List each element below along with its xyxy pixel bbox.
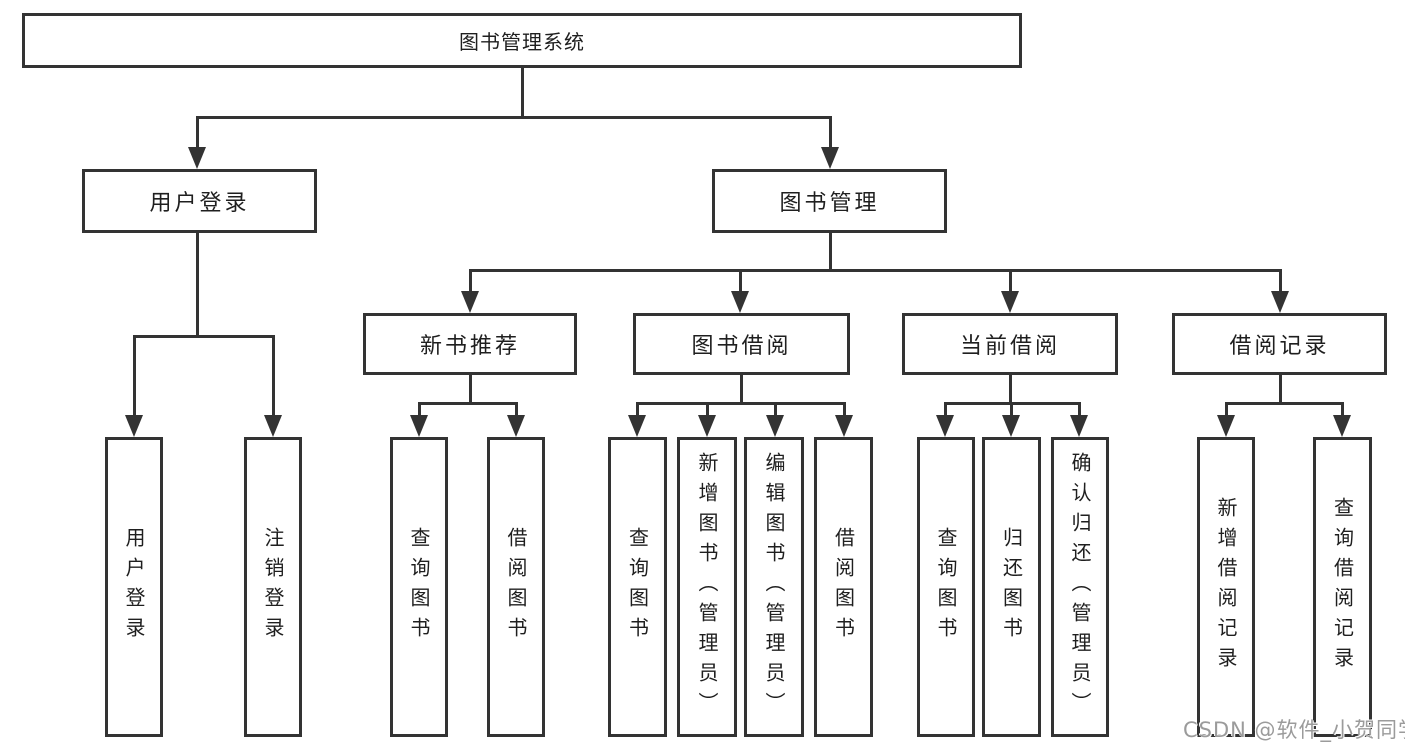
connector-current-drop	[1009, 374, 1012, 405]
arrow-down-icon	[1070, 415, 1088, 437]
arrow-down-icon	[410, 415, 428, 437]
connector-to-leaf	[706, 402, 709, 419]
node-current-borrowing: 当前借阅	[902, 313, 1118, 375]
arrow-down-icon	[1217, 415, 1235, 437]
connector-records-drop	[1279, 374, 1282, 405]
arrow-down-icon	[1271, 291, 1289, 313]
node-library-management-system: 图书管理系统	[22, 13, 1022, 68]
node-new-book-recommendation: 新书推荐	[363, 313, 577, 375]
connector-to-leaf	[1078, 402, 1081, 419]
connector-to-leaf	[1225, 402, 1228, 419]
connector-root-to-user-login	[196, 116, 199, 150]
leaf-borrowing-query-books: 查询图书	[608, 437, 667, 737]
leaf-borrowing-add-books-admin: 新增图书（管理员）	[677, 437, 737, 737]
arrow-down-icon	[1002, 415, 1020, 437]
arrow-down-icon	[188, 147, 206, 169]
watermark: CSDN @软件_小贺同学	[1183, 718, 1405, 742]
connector-book-management-hbar	[469, 269, 1282, 272]
connector-to-book-borrowing	[739, 269, 742, 295]
leaf-user-login: 用户登录	[105, 437, 163, 737]
leaf-logout: 注销登录	[244, 437, 302, 737]
connector-to-leaf	[515, 402, 518, 419]
connector-to-leaf-logout	[272, 335, 275, 419]
connector-to-leaf	[418, 402, 421, 419]
connector-to-leaf	[1010, 402, 1013, 419]
connector-to-leaf	[843, 402, 846, 419]
connector-root-to-book-management	[829, 116, 832, 150]
node-borrowing-records: 借阅记录	[1172, 313, 1387, 375]
arrow-down-icon	[125, 415, 143, 437]
connector-to-borrowing-records	[1279, 269, 1282, 295]
connector-root-hbar	[196, 116, 832, 119]
connector-user-login-drop	[196, 232, 199, 338]
connector-recommend-hbar	[418, 402, 518, 405]
connector-recommend-drop	[469, 374, 472, 405]
connector-borrowing-drop	[740, 374, 743, 405]
connector-to-leaf	[636, 402, 639, 419]
arrow-down-icon	[936, 415, 954, 437]
leaf-current-return-books: 归还图书	[982, 437, 1041, 737]
node-book-borrowing: 图书借阅	[633, 313, 850, 375]
leaf-recommend-borrow-books: 借阅图书	[487, 437, 545, 737]
leaf-records-add-record: 新增借阅记录	[1197, 437, 1255, 737]
node-user-login: 用户登录	[82, 169, 317, 233]
connector-to-new-book-recommendation	[469, 269, 472, 295]
connector-records-hbar	[1225, 402, 1344, 405]
connector-to-leaf	[774, 402, 777, 419]
arrow-down-icon	[507, 415, 525, 437]
arrow-down-icon	[628, 415, 646, 437]
connector-to-leaf	[1341, 402, 1344, 419]
arrow-down-icon	[835, 415, 853, 437]
connector-root-drop	[521, 67, 524, 119]
connector-to-leaf-user-login	[133, 335, 136, 419]
arrow-down-icon	[264, 415, 282, 437]
arrow-down-icon	[698, 415, 716, 437]
leaf-borrowing-borrow-books: 借阅图书	[814, 437, 873, 737]
leaf-borrowing-edit-books-admin: 编辑图书（管理员）	[744, 437, 804, 737]
connector-to-leaf	[944, 402, 947, 419]
arrow-down-icon	[731, 291, 749, 313]
node-book-management: 图书管理	[712, 169, 947, 233]
leaf-records-query-record: 查询借阅记录	[1313, 437, 1372, 737]
arrow-down-icon	[461, 291, 479, 313]
arrow-down-icon	[766, 415, 784, 437]
leaf-current-query-books: 查询图书	[917, 437, 975, 737]
connector-borrowing-hbar	[636, 402, 846, 405]
connector-user-login-hbar	[133, 335, 275, 338]
arrow-down-icon	[821, 147, 839, 169]
arrow-down-icon	[1333, 415, 1351, 437]
leaf-recommend-query-books: 查询图书	[390, 437, 448, 737]
connector-book-management-drop	[829, 232, 832, 272]
leaf-current-confirm-return-admin: 确认归还（管理员）	[1051, 437, 1109, 737]
arrow-down-icon	[1001, 291, 1019, 313]
connector-to-current-borrowing	[1009, 269, 1012, 295]
